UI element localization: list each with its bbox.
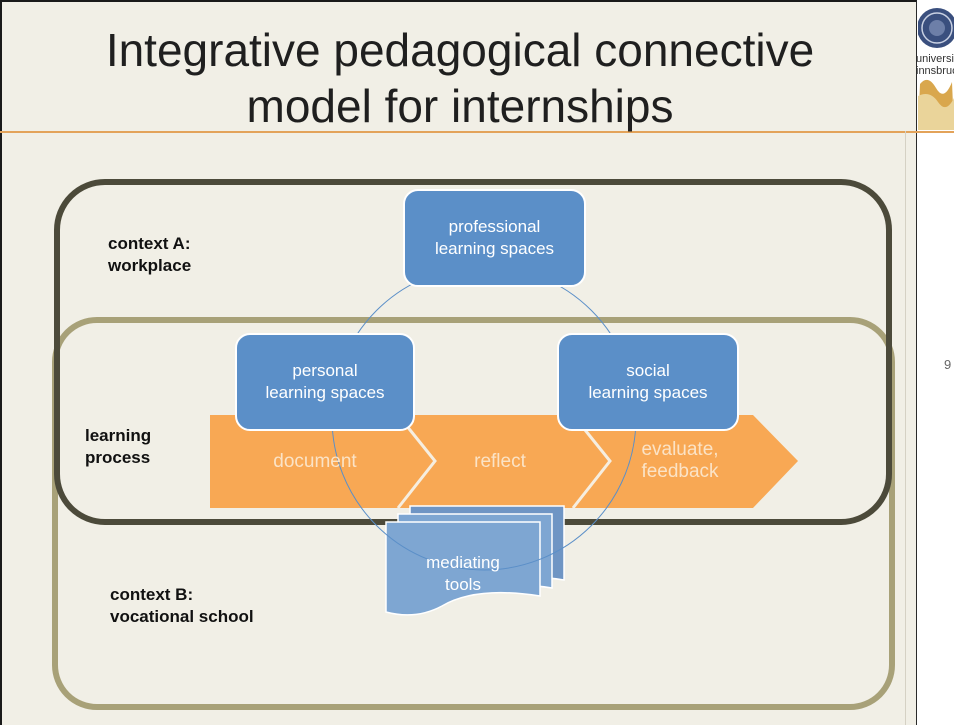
mediating-tools-label: mediating tools [426, 553, 500, 594]
personal-spaces-box [235, 333, 415, 431]
seal-inner [921, 12, 953, 44]
chevron-reflect [381, 415, 610, 508]
context-b-label: context B: vocational school [110, 585, 254, 626]
chevron-document [210, 415, 435, 508]
step-evaluate-feedback: evaluate, feedback [641, 439, 719, 482]
step-document: document [273, 451, 357, 472]
seal-ornament-light [918, 94, 954, 130]
page-number: 9 [944, 357, 952, 372]
step-reflect: reflect [474, 451, 526, 472]
professional-spaces-box [403, 189, 586, 287]
right-margin-divider [905, 131, 906, 725]
learning-process-label: learning process [85, 426, 152, 467]
connective-model-diagram [52, 179, 895, 710]
title-line-2: model for internships [246, 80, 674, 132]
seal-center [929, 20, 945, 36]
logo-line-1: universit [916, 53, 954, 65]
personal-spaces-label: personal learning spaces [265, 361, 385, 402]
logo-wordmark: universit innsbruc [916, 53, 954, 77]
university-seal-logo [918, 8, 954, 130]
social-spaces-box [557, 333, 739, 431]
chevron-divider-1 [396, 414, 437, 509]
slide-title: Integrative pedagogical connective model… [20, 22, 900, 134]
context-b-frame [52, 317, 895, 710]
chevron-evaluate [556, 415, 798, 508]
professional-spaces-label: professional learning spaces [434, 217, 555, 258]
context-a-label: context A: workplace [108, 234, 192, 275]
slide-background [0, 0, 917, 725]
social-spaces-label: social learning spaces [588, 361, 708, 402]
title-divider [0, 131, 954, 133]
title-line-1: Integrative pedagogical connective [105, 24, 815, 76]
logo-line-2: innsbruc [916, 65, 954, 77]
